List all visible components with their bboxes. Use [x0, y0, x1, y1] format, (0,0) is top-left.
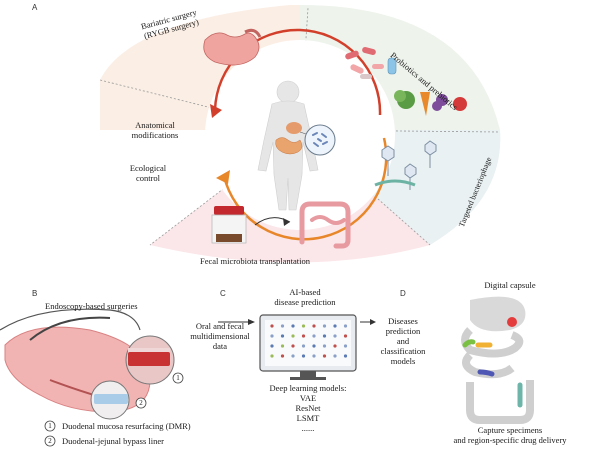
panel-d-letter: D — [400, 289, 406, 298]
panel-a-letter: A — [32, 3, 38, 12]
pills-icon — [345, 46, 397, 79]
nn-node — [270, 354, 274, 358]
input-line2: multidimensional — [190, 331, 250, 341]
capture-line2: and region-specific drug delivery — [453, 435, 567, 445]
marker-2-circle — [135, 397, 147, 409]
nn-node — [301, 354, 306, 358]
bacteriophage-icon — [374, 140, 437, 190]
human-figure — [257, 80, 319, 211]
nn-node — [301, 334, 306, 338]
nn-node — [312, 324, 316, 328]
nn-node — [322, 344, 327, 348]
nn-node — [312, 334, 316, 338]
capsule-region-stomach — [507, 317, 517, 327]
marker-2-label: 2 — [139, 399, 143, 407]
ecological-label: Ecological control — [108, 163, 188, 183]
stomach-icon — [203, 28, 262, 66]
colon-icon — [299, 201, 351, 249]
anatomical-line2: modifications — [131, 130, 179, 140]
legend-item-1: Duodenal mucosa resurfacing (DMR) — [62, 421, 191, 431]
ai-monitor-icon — [259, 314, 357, 380]
nn-node — [301, 324, 306, 328]
nn-nodes — [270, 324, 348, 358]
panel-c-letter: C — [220, 289, 226, 298]
stomach-organ — [286, 122, 302, 134]
nn-node — [322, 324, 327, 328]
nn-node — [333, 354, 337, 358]
models-list: Deep learning models: VAE ResNet LSMT ..… — [248, 383, 368, 433]
panel-c-title-line2: disease prediction — [274, 297, 336, 307]
fmt-label: Fecal microbiota transplantation — [200, 256, 310, 266]
panel-b-letter: B — [32, 289, 38, 298]
nn-node — [301, 344, 306, 348]
nn-node — [333, 344, 337, 348]
ecological-line1: Ecological — [129, 163, 167, 173]
models-title: Deep learning models: — [269, 383, 347, 393]
output-line4: classification — [380, 346, 426, 356]
ecological-line2: control — [135, 173, 161, 183]
marker-1-label: 1 — [176, 374, 180, 382]
capture-label: Capture specimens and region-specific dr… — [425, 425, 595, 445]
nn-node — [280, 344, 285, 348]
dmr-magnifier — [125, 335, 175, 385]
gi-tract-illustration — [461, 296, 534, 424]
capsule-title: Digital capsule — [484, 280, 536, 290]
anatomical-arrow — [213, 28, 382, 116]
panel-b-title: Endoscopy-based surgeries — [45, 301, 138, 311]
output-line3: and — [396, 336, 410, 346]
nn-node — [280, 334, 285, 338]
nn-node — [291, 344, 295, 348]
legend-1-number: 1 — [48, 422, 52, 430]
output-line5: models — [390, 356, 416, 366]
nn-node — [343, 334, 348, 338]
intestine-organ — [275, 137, 303, 155]
nn-node — [343, 344, 348, 348]
nn-node — [270, 324, 274, 328]
nn-node — [312, 344, 316, 348]
vegetables-icon — [394, 90, 467, 116]
nn-node — [270, 334, 274, 338]
nn-node — [291, 334, 295, 338]
nn-node — [322, 354, 327, 358]
nn-node — [322, 334, 327, 338]
input-line1: Oral and fecal — [195, 321, 245, 331]
anatomical-label: Anatomical modifications — [115, 120, 195, 140]
output-line1: Diseases — [388, 316, 418, 326]
capture-line1: Capture specimens — [477, 425, 543, 435]
output-line2: prediction — [385, 326, 421, 336]
models-ellipsis: ...... — [301, 423, 315, 433]
nn-node — [280, 354, 285, 358]
nn-node — [312, 354, 316, 358]
input-line3: data — [212, 341, 228, 351]
anatomical-line1: Anatomical — [135, 120, 175, 130]
nn-node — [343, 324, 348, 328]
model-lsmt: LSMT — [296, 413, 320, 423]
specimen-jar-icon — [211, 206, 247, 244]
panel-c-title: AI-based disease prediction — [250, 287, 360, 307]
nn-node — [270, 344, 274, 348]
output-label: Diseases prediction and classification m… — [367, 316, 439, 366]
nn-node — [333, 334, 337, 338]
model-vae: VAE — [299, 393, 317, 403]
legend-2-number: 2 — [48, 437, 52, 445]
nn-node — [291, 354, 295, 358]
liner-magnifier — [90, 380, 130, 420]
legend-1-circle — [44, 420, 56, 432]
panel-c-title-line1: AI-based — [289, 287, 321, 297]
nn-node — [291, 324, 295, 328]
marker-1-circle — [172, 372, 184, 384]
legend-item-2: Duodenal-jejunal bypass liner — [62, 436, 164, 446]
legend-2-circle — [44, 435, 56, 447]
nn-node — [280, 324, 285, 328]
nn-node — [333, 324, 337, 328]
model-resnet: ResNet — [295, 403, 321, 413]
nn-node — [343, 354, 348, 358]
input-data-label: Oral and fecal multidimensional data — [165, 321, 275, 351]
